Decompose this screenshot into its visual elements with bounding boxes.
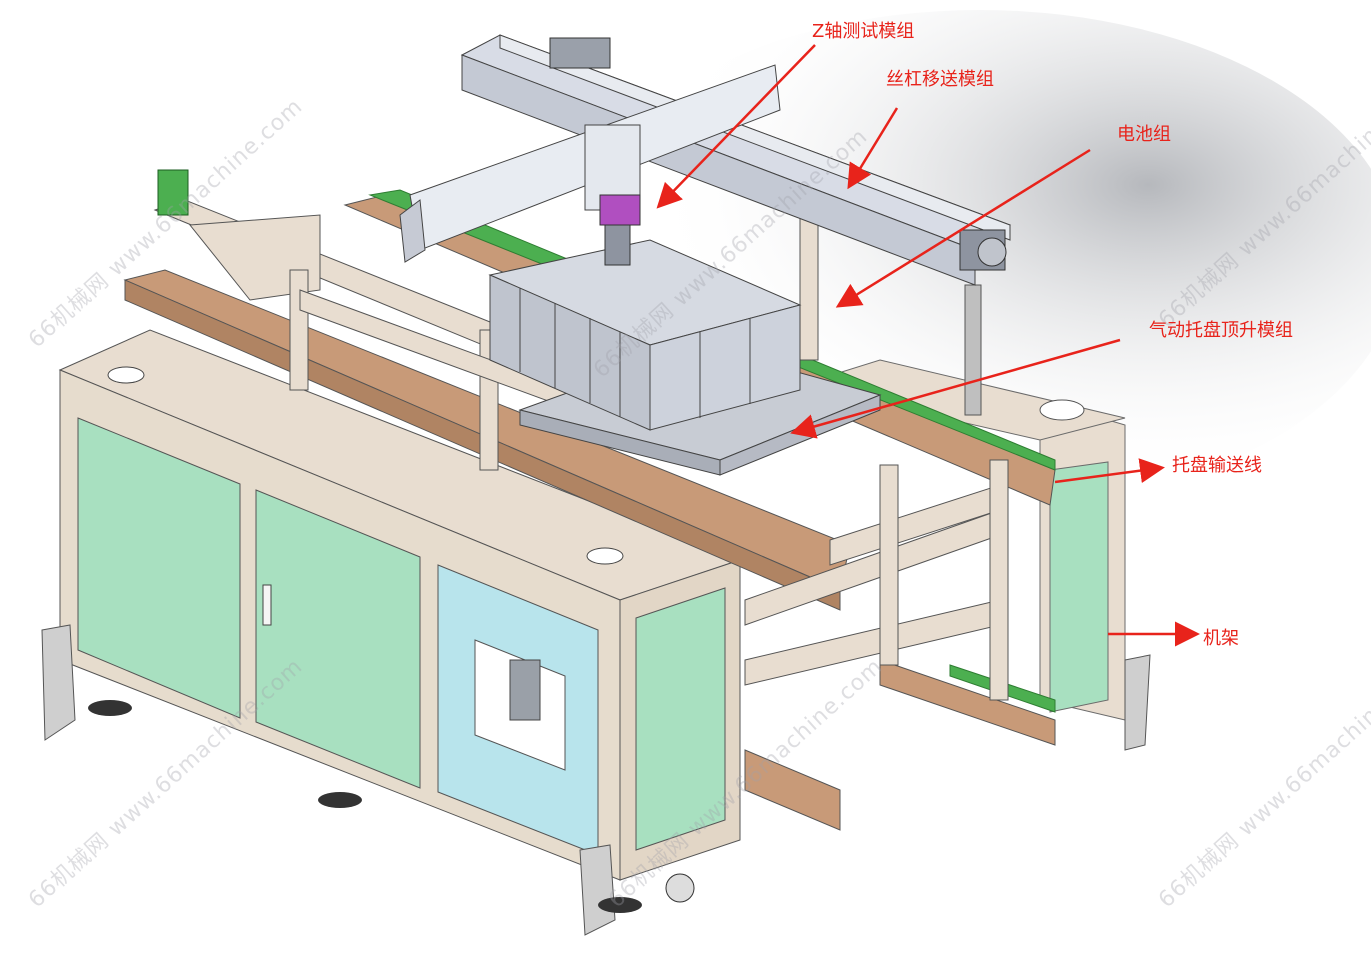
screw-transfer-gantry <box>460 34 1012 286</box>
label-pneumatic-tray-lift-module: 气动托盘顶升模组 <box>1149 320 1293 341</box>
lower-transfer-frame <box>744 459 1009 701</box>
arrow-z-axis <box>656 44 816 209</box>
main-cabinet <box>41 329 742 936</box>
label-z-axis-test-module: Z轴测试模组 <box>812 21 915 42</box>
label-frame: 机架 <box>1203 628 1239 649</box>
annotation-arrows <box>656 44 1200 647</box>
z-axis-test-module <box>399 64 781 266</box>
arrow-battery-pack <box>835 148 1091 308</box>
arrow-tray-conveyor <box>1054 458 1165 484</box>
battery-pack-cells <box>488 239 802 431</box>
label-screw-transfer-module: 丝杠移送模组 <box>886 69 994 90</box>
arrow-tray-lift <box>790 338 1121 439</box>
label-battery-pack: 电池组 <box>1117 124 1171 145</box>
arrow-screw-transfer <box>847 107 899 190</box>
label-tray-conveyor: 托盘输送线 <box>1172 455 1262 476</box>
